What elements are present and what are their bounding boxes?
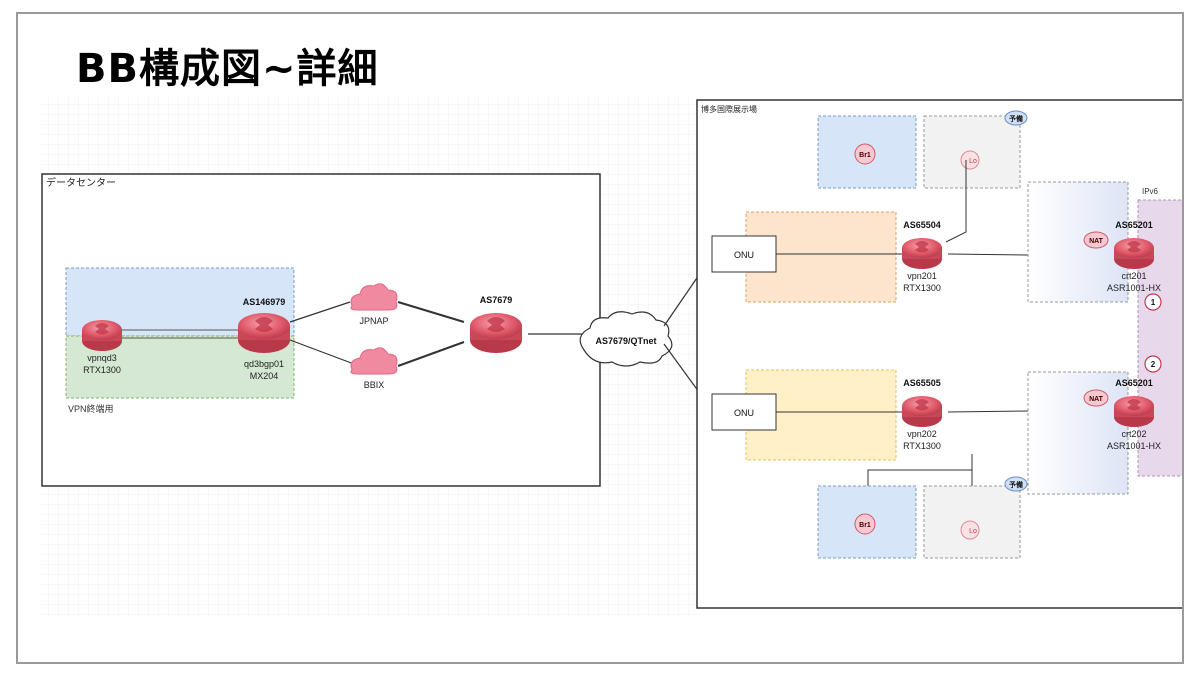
bgp-as-label: AS146979 <box>243 297 286 307</box>
ipv6-label: IPv6 <box>1142 187 1159 196</box>
nat-area-top <box>1027 181 1129 303</box>
ix-bbix-label: BBIX <box>364 380 385 390</box>
router-icon <box>82 320 122 351</box>
reserve-label-bottom: 予備 <box>1009 480 1023 489</box>
marker-2-label: 2 <box>1151 360 1156 369</box>
slide-title: BB構成図~詳細 <box>76 46 379 92</box>
bgp-router-name: qd3bgp01 <box>244 359 284 369</box>
router-icon <box>902 396 942 427</box>
crt202-model: ASR1001-HX <box>1107 441 1161 451</box>
crt202-name: crt202 <box>1121 429 1146 439</box>
datacenter-title: データセンター <box>46 176 116 189</box>
router-icon <box>1114 396 1154 427</box>
onu-top-box <box>711 235 777 273</box>
ix-jpnap-label: JPNAP <box>359 316 388 326</box>
onu-bottom-label: ONU <box>734 408 754 418</box>
crt201-model: ASR1001-HX <box>1107 283 1161 293</box>
site-title: 博多国際展示場 <box>701 104 757 114</box>
qtnet-cloud-icon <box>579 311 673 367</box>
vpn202-model: RTX1300 <box>903 441 941 451</box>
br1-badge-icon <box>854 143 876 165</box>
qtnet-label: AS7679/QTnet <box>595 336 656 346</box>
crt202-as-label: AS65201 <box>1115 378 1153 388</box>
vpn201-name: vpn201 <box>907 271 937 281</box>
reserve-badge-icon <box>1004 476 1028 492</box>
crt201-as-label: AS65201 <box>1115 220 1153 230</box>
upstream-as-label: AS7679 <box>480 295 513 305</box>
nat-label-top: NAT <box>1089 238 1104 245</box>
network-diagram: データセンター VPN終端用 vpnqd3 RTX1300 AS146979 q… <box>40 96 1182 616</box>
marker-2-icon <box>1144 355 1162 373</box>
lo-label-top: Lo <box>969 158 977 165</box>
nat-area-bottom <box>1027 371 1129 495</box>
router-icon <box>238 313 290 353</box>
marker-1-label: 1 <box>1151 298 1156 307</box>
vpn202-as-label: AS65505 <box>903 378 941 388</box>
br1-badge-icon <box>854 513 876 535</box>
vpn202-name: vpn202 <box>907 429 937 439</box>
lo-badge-icon <box>960 520 980 540</box>
br1-label-bottom: Br1 <box>859 522 871 529</box>
vpn201-model: RTX1300 <box>903 283 941 293</box>
nat-badge-icon <box>1083 231 1109 249</box>
vpnqd3-model: RTX1300 <box>83 365 121 375</box>
vpn201-as-label: AS65504 <box>903 220 941 230</box>
marker-1-icon <box>1144 293 1162 311</box>
slide: BB構成図~詳細 <box>16 12 1184 664</box>
bgp-router-model: MX204 <box>250 371 279 381</box>
nat-label-bottom: NAT <box>1089 396 1104 403</box>
vpnqd3-name: vpnqd3 <box>87 353 117 363</box>
router-icon <box>1114 238 1154 269</box>
reserve-badge-icon <box>1004 110 1028 126</box>
reserve-label-top: 予備 <box>1009 114 1023 123</box>
router-icon <box>902 238 942 269</box>
vpn-group-label: VPN終端用 <box>68 403 114 414</box>
onu-bottom-box <box>711 393 777 431</box>
lo-label-bottom: Lo <box>969 528 977 535</box>
nat-badge-icon <box>1083 389 1109 407</box>
onu-top-label: ONU <box>734 250 754 260</box>
br1-label-top: Br1 <box>859 152 871 159</box>
crt201-name: crt201 <box>1121 271 1146 281</box>
router-icon <box>470 313 522 353</box>
